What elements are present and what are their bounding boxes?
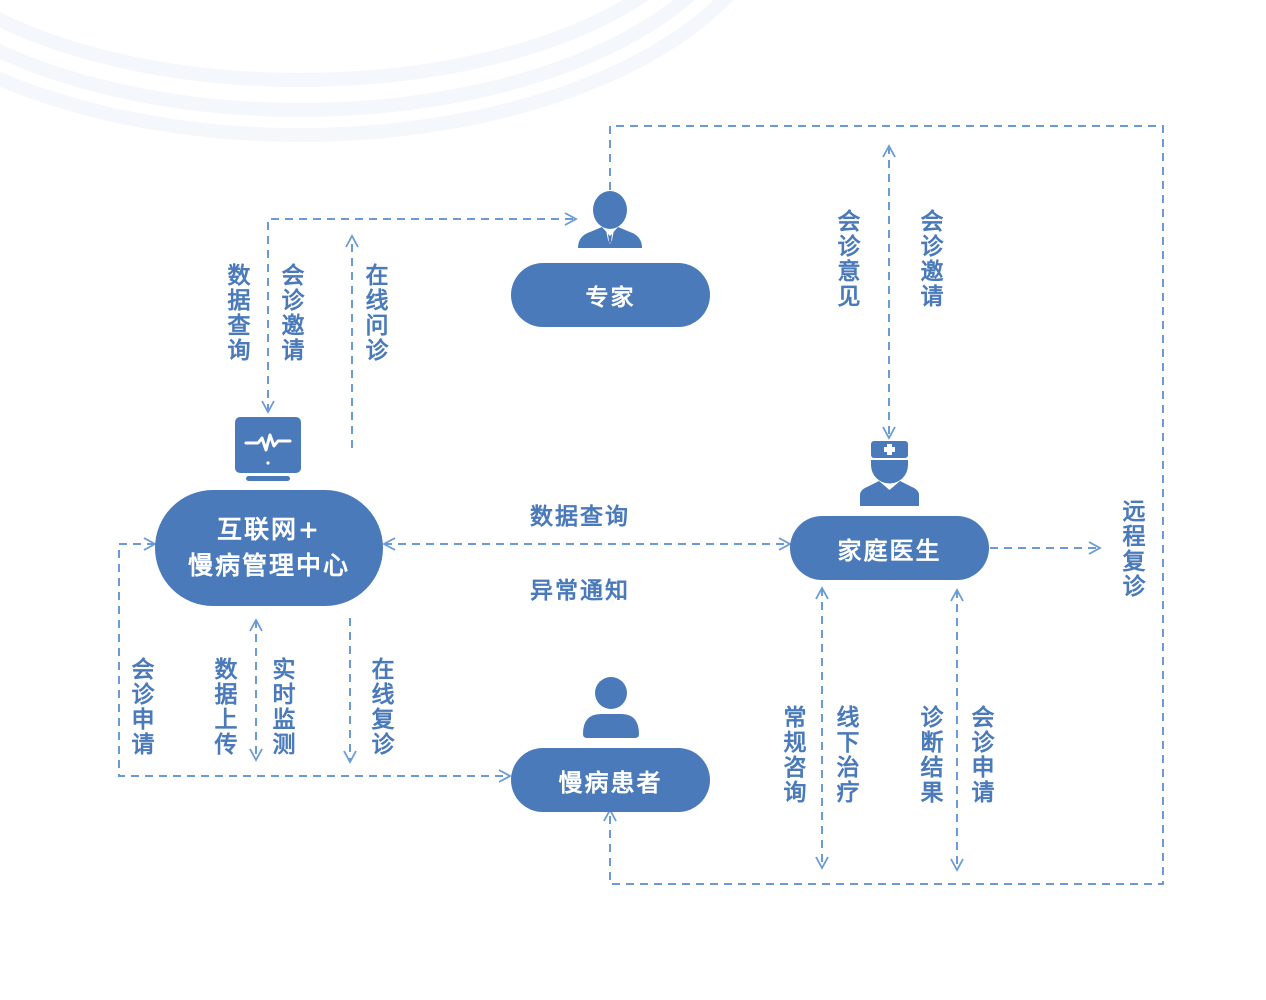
label-center-patient-monitor: 实时监测 bbox=[272, 657, 296, 758]
label-center-doctor-alert: 异常通知 bbox=[530, 578, 630, 604]
label-center-doctor-query: 数据查询 bbox=[530, 504, 630, 530]
label-doctor-patient-result: 诊断结果 bbox=[920, 705, 944, 806]
node-management-center[interactable]: 互联网+ 慢病管理中心 bbox=[155, 490, 383, 606]
node-expert[interactable]: 专家 bbox=[511, 263, 710, 327]
label-patient-doctor-consult: 常规咨询 bbox=[783, 705, 807, 806]
connector-center-expert bbox=[261, 212, 578, 414]
expert-label: 专家 bbox=[585, 285, 636, 311]
center-title-line1: 互联网+ bbox=[217, 515, 321, 544]
connector-remote-loop bbox=[603, 125, 1164, 885]
label-center-expert-invite: 会诊邀请 bbox=[281, 263, 305, 364]
label-center-expert-query: 数据查询 bbox=[227, 263, 251, 364]
label-expert-center-online: 在线问诊 bbox=[365, 263, 389, 364]
monitor-heartbeat-icon bbox=[235, 417, 301, 481]
label-doctor-expert-opinion: 会诊意见 bbox=[837, 209, 861, 310]
person-icon bbox=[583, 677, 639, 738]
label-patient-center-upload: 数据上传 bbox=[214, 657, 238, 758]
center-title-line2: 慢病管理中心 bbox=[187, 551, 350, 580]
label-patient-doctor-offline: 线下治疗 bbox=[836, 705, 860, 806]
label-remote-followup: 远程复诊 bbox=[1122, 499, 1146, 600]
node-family-doctor[interactable]: 家庭医生 bbox=[790, 516, 989, 580]
doctor-label: 家庭医生 bbox=[837, 536, 942, 565]
label-doctor-expert-invite: 会诊邀请 bbox=[920, 209, 944, 310]
businessman-icon bbox=[578, 191, 642, 248]
label-patient-center-apply: 会诊申请 bbox=[131, 657, 155, 758]
doctor-icon bbox=[860, 441, 919, 506]
label-center-patient-followup: 在线复诊 bbox=[371, 657, 395, 758]
connector-patient-center-apply bbox=[118, 537, 512, 783]
label-doctor-patient-apply: 会诊申请 bbox=[971, 705, 995, 806]
patient-label: 慢病患者 bbox=[558, 768, 663, 797]
node-chronic-patient[interactable]: 慢病患者 bbox=[511, 748, 710, 812]
